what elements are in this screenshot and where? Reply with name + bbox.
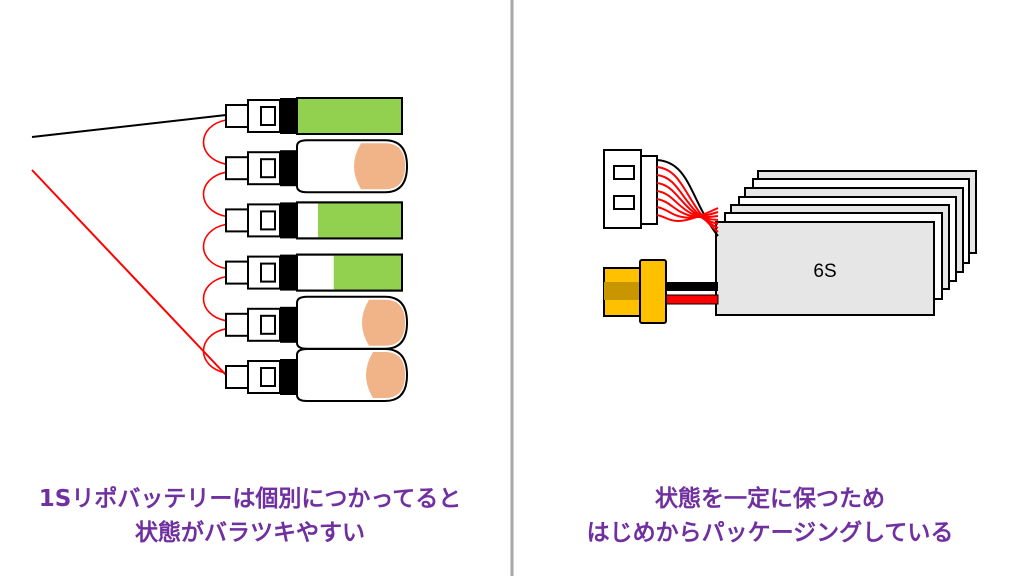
cell-terminal bbox=[225, 208, 249, 233]
balance-plug-collar bbox=[640, 155, 658, 225]
series-jumper-wire bbox=[202, 328, 227, 374]
right-caption-line2: はじめからパッケージングしている bbox=[586, 520, 954, 546]
left-caption-line2: 状態がバラツキやすい bbox=[135, 520, 365, 546]
right-caption-line1: 状態を一定に保つため bbox=[655, 486, 885, 512]
cell-plug-pin bbox=[260, 210, 276, 231]
charge-level-fill bbox=[318, 203, 401, 238]
black-power-wire bbox=[664, 282, 718, 291]
cell-plug-pin bbox=[260, 158, 276, 179]
cell-collar bbox=[280, 150, 297, 187]
main-power-connector bbox=[603, 259, 719, 324]
series-jumper-wire bbox=[202, 119, 227, 165]
cell-5 bbox=[202, 295, 409, 374]
cell-terminal bbox=[225, 104, 249, 128]
cell-terminal bbox=[225, 312, 249, 337]
battery-pack-stack: 6S bbox=[715, 170, 977, 316]
left-caption-line1: 1Sリポバッテリーは個別につかってると bbox=[38, 486, 462, 512]
cell-2 bbox=[202, 139, 409, 218]
fingernail bbox=[354, 143, 405, 190]
red-power-wire bbox=[663, 294, 719, 305]
left-caption: 1Sリポバッテリーは個別につかってると 状態がバラツキやすい bbox=[0, 482, 500, 550]
cell-outline bbox=[296, 201, 403, 240]
balance-connector bbox=[603, 149, 719, 237]
cell-1 bbox=[202, 97, 403, 165]
series-jumper-wire bbox=[202, 171, 227, 218]
cell-outline bbox=[296, 253, 403, 292]
right-caption: 状態を一定に保つため はじめからパッケージングしている bbox=[520, 482, 1020, 550]
charge-level-fill bbox=[333, 255, 401, 290]
xt60-shadow bbox=[604, 282, 645, 300]
cell-terminal bbox=[225, 365, 249, 389]
fingernail bbox=[362, 299, 405, 346]
cell-terminal bbox=[225, 156, 249, 181]
series-jumper-wire bbox=[202, 275, 227, 322]
red-lead-wire bbox=[31, 169, 227, 376]
xt60-grip bbox=[639, 259, 667, 324]
balance-wires bbox=[656, 159, 719, 237]
cell-plug-pin bbox=[260, 367, 276, 387]
cell-outline bbox=[296, 97, 403, 135]
cell-6 bbox=[225, 348, 409, 402]
cell-terminal bbox=[225, 260, 249, 285]
cell-collar bbox=[280, 98, 297, 134]
cell-collar bbox=[280, 359, 297, 395]
cell-plug-pin bbox=[260, 262, 276, 283]
balance-plug-body bbox=[603, 149, 642, 229]
cell-plug-pin bbox=[260, 106, 276, 126]
fingernail bbox=[366, 352, 405, 398]
pack-front bbox=[715, 221, 935, 316]
balance-pin bbox=[613, 195, 635, 210]
cell-plug-pin bbox=[260, 314, 276, 335]
series-jumper-wire bbox=[202, 223, 227, 270]
balance-pin bbox=[613, 165, 635, 180]
cell-4 bbox=[202, 253, 403, 322]
black-lead-wire bbox=[31, 114, 227, 138]
cell-collar bbox=[280, 254, 297, 291]
pack-label: 6S bbox=[813, 261, 836, 282]
cell-collar bbox=[280, 202, 297, 239]
charge-level-fill bbox=[297, 99, 401, 133]
cell-3 bbox=[202, 201, 403, 270]
cell-stack bbox=[202, 97, 409, 402]
cell-collar bbox=[280, 306, 297, 343]
